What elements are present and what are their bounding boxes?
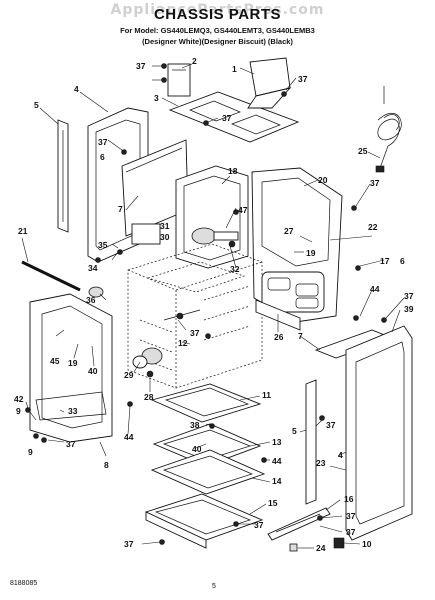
callout-16: 16 [344,494,354,504]
callout-33: 33 [68,406,78,416]
callout-37: 37 [346,511,356,521]
callout-40: 40 [88,366,98,376]
callout-25: 25 [358,146,368,156]
callout-18: 18 [228,166,238,176]
callout-4: 4 [338,450,343,460]
leader-lines [21,63,405,549]
callout-44: 44 [370,284,380,294]
callout-37: 37 [66,439,76,449]
callout-37: 37 [370,178,380,188]
callout-14: 14 [272,476,282,486]
document-number: 8188085 [10,580,38,587]
callout-21: 21 [18,226,28,236]
part-5-right-side-strip [305,379,317,505]
callout-12: 12 [178,338,188,348]
part-24-screw [289,543,298,552]
part-16-drawer-slide [267,507,331,541]
callout-1: 1 [232,64,237,74]
part-14-drawer-pan [150,449,266,495]
callout-20: 20 [318,175,328,185]
callout-9: 9 [28,447,33,457]
callout-26: 26 [274,332,284,342]
part-20-back-panel [251,167,343,323]
callout-7: 7 [118,204,123,214]
part-18-rear-wall [175,165,249,269]
part-25-power-cord [375,86,402,173]
callout-4: 4 [74,84,79,94]
callout-5: 5 [292,426,297,436]
part-31-30-hinge-bracket [131,223,161,245]
part-2-bracket [167,63,191,97]
callout-44: 44 [272,456,282,466]
callout-37: 37 [254,520,264,530]
callout-5: 5 [34,100,39,110]
callout-34: 34 [88,263,98,273]
hardware-screws [25,63,387,545]
part-5-left-side-strip [57,119,69,233]
diagram-title: CHASSIS PARTS [153,6,282,23]
callout-37: 37 [298,74,308,84]
callout-11: 11 [262,390,271,400]
part-36-plug [88,286,104,298]
callout-37: 37 [326,420,336,430]
callout-30: 30 [160,232,170,242]
callout-36: 36 [86,295,96,305]
callout-6: 6 [400,256,405,266]
callout-39: 39 [404,304,414,314]
part-4-oven-door [345,325,413,541]
callout-44: 44 [124,432,134,442]
part-8-front-frame [29,293,113,443]
callout-47: 47 [238,205,248,215]
watermark: AppliancePartsPros.com [110,2,325,18]
callout-19: 19 [68,358,78,368]
callout-31: 31 [160,221,170,231]
part-12-burner [163,309,201,321]
callout-37: 37 [190,328,200,338]
part-29-igniter [132,347,163,378]
callout-37: 37 [124,539,134,549]
callout-37: 37 [222,113,232,123]
callout-37: 37 [404,291,414,301]
part-1-vent-deflector [247,57,292,109]
part-10-spring [333,537,345,549]
callout-22: 22 [368,222,378,232]
callout-37: 37 [346,527,356,537]
callout-7: 7 [298,331,303,341]
callout-2: 2 [192,56,197,66]
part-32-gas-valve [191,227,239,248]
callout-6: 6 [100,152,105,162]
callout-28: 28 [144,392,154,402]
callout-45: 45 [50,356,60,366]
callout-37: 37 [136,61,146,71]
model-line: For Model: GS440LEMQ3, GS440LEMT3, GS440… [120,26,315,35]
callout-8: 8 [104,460,109,470]
callout-37: 37 [98,137,108,147]
part-15-drawer-bottom [144,493,264,549]
callout-17: 17 [380,256,390,266]
callout-38: 38 [190,420,200,430]
part-21-gasket [21,260,81,292]
part-11-rack [150,383,262,423]
callout-27: 27 [284,226,294,236]
callout-10: 10 [362,539,372,549]
callout-42: 42 [14,394,24,404]
part-3-burner-cover [168,91,300,143]
variant-line: (Designer White)(Designer Biscuit) (Blac… [142,37,293,46]
callout-35: 35 [98,240,108,250]
callout-23: 23 [316,458,326,468]
callout-29: 29 [124,370,134,380]
callout-40: 40 [192,444,202,454]
callout-15: 15 [268,498,278,508]
callout-labels: 37 2 1 37 3 37 5 4 37 6 7 18 20 25 37 47… [14,56,414,553]
callout-13: 13 [272,437,282,447]
callout-24: 24 [316,543,326,553]
callout-3: 3 [154,93,159,103]
callout-32: 32 [230,264,240,274]
page-number: 5 [212,583,216,590]
callout-19: 19 [306,248,316,258]
oven-cavity-body [127,243,263,389]
callout-9: 9 [16,406,21,416]
